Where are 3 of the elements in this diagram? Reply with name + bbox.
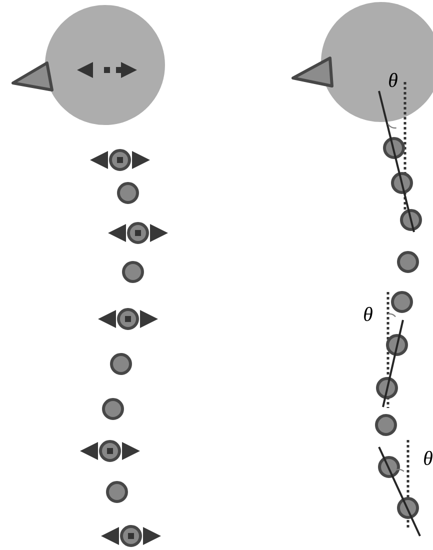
angle-label: θ: [389, 72, 398, 88]
angle-label: θ: [364, 306, 372, 322]
angle-label: θ: [424, 450, 432, 466]
